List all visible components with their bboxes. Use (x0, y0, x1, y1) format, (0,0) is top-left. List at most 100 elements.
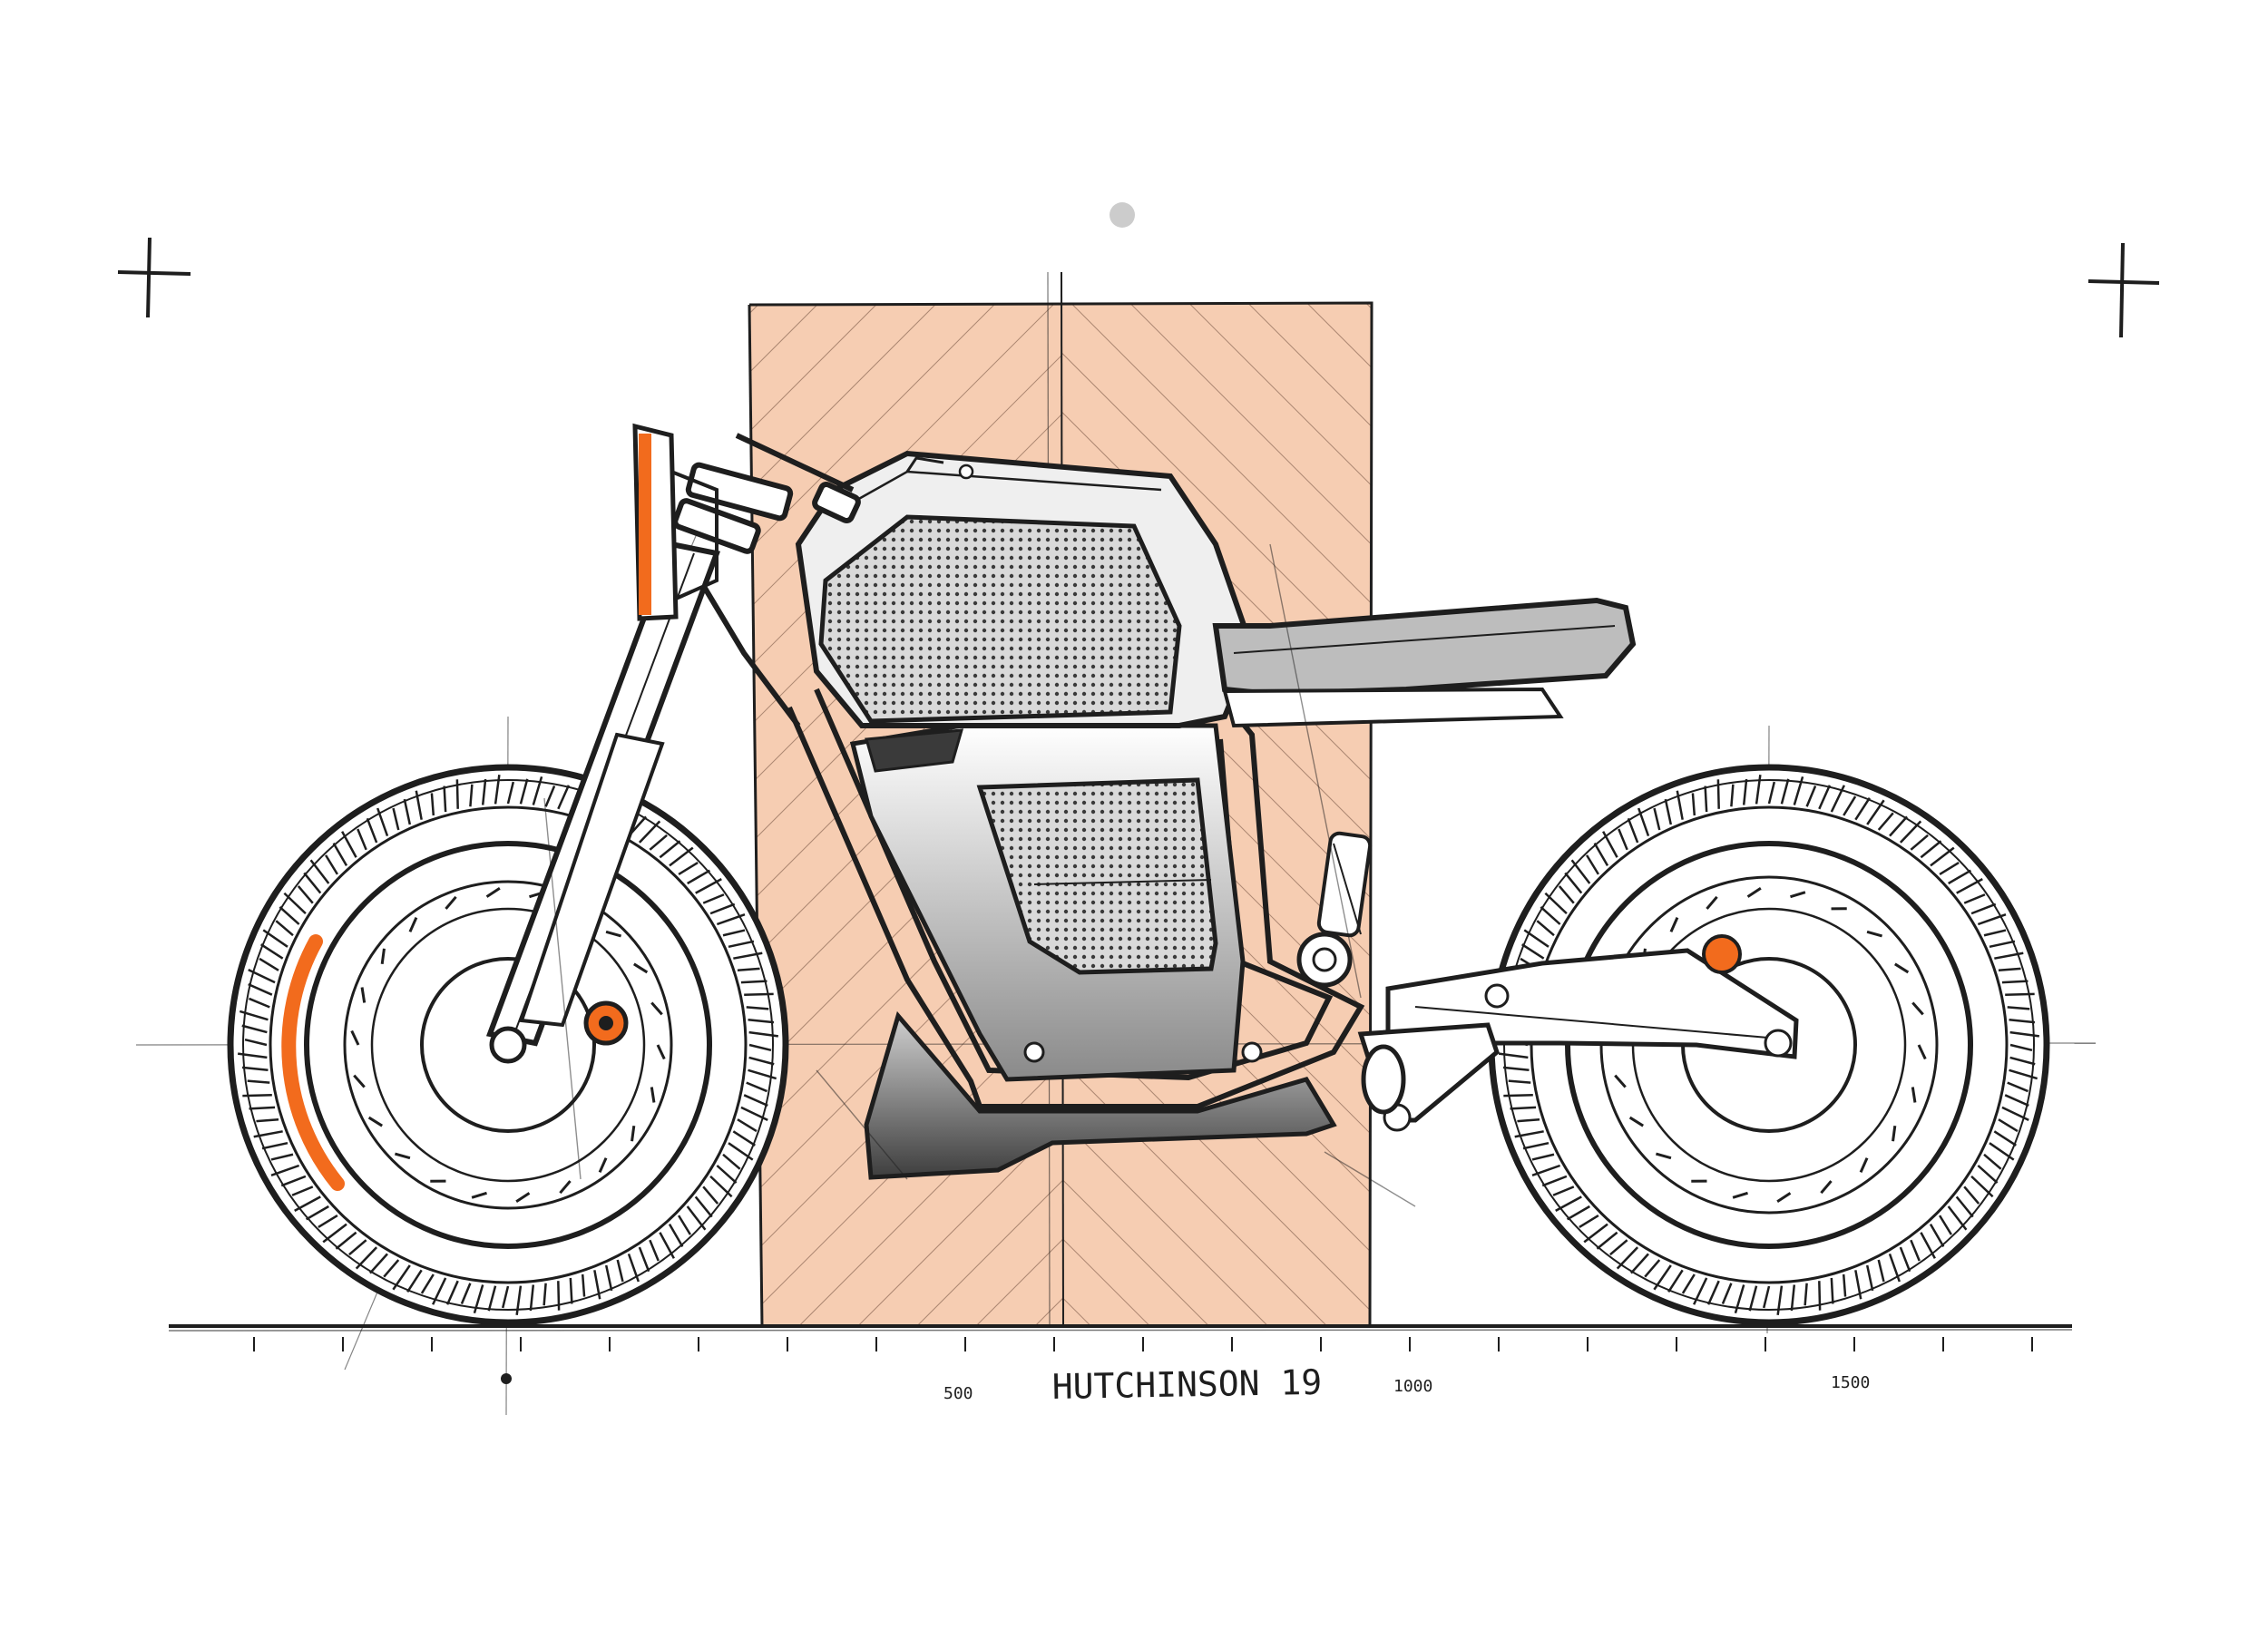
tread-stroke (341, 831, 357, 858)
tread-stroke (2009, 1018, 2036, 1024)
brake-disc-slot (1732, 1191, 1748, 1199)
tread-stroke (1664, 798, 1673, 825)
tread-stroke (1970, 1175, 1994, 1198)
tread-stroke (748, 1056, 775, 1066)
tread-stroke (744, 992, 774, 996)
tread-stroke (248, 969, 276, 984)
tread-stroke (1716, 779, 1720, 809)
tread-stroke (746, 1081, 767, 1093)
headlight (632, 423, 719, 621)
tread-stroke (357, 828, 367, 851)
tread-stroke (529, 1284, 535, 1312)
brake-disc-slot (353, 1074, 366, 1088)
brake-disc-slot (1628, 1116, 1644, 1127)
tread-stroke (649, 834, 668, 851)
tread-stroke (740, 1106, 768, 1121)
tread-stroke (748, 1043, 772, 1052)
tread-stroke (1989, 1142, 2015, 1161)
tread-stroke (678, 862, 699, 875)
tread-stroke (1630, 1253, 1649, 1274)
datum-marker (501, 1373, 512, 1384)
tread-stroke (1593, 842, 1609, 866)
tread-stroke (303, 872, 322, 894)
tread-stroke (501, 1285, 510, 1309)
tread-stroke (430, 793, 435, 816)
tread-stroke (702, 893, 725, 904)
tread-stroke (1866, 799, 1885, 825)
tread-stroke (1616, 1246, 1639, 1270)
tread-stroke (249, 997, 270, 1009)
tread-stroke (1570, 859, 1591, 884)
front-axle (489, 1026, 527, 1064)
tread-stroke (748, 1030, 779, 1038)
brake-disc-slot (471, 1191, 487, 1199)
tread-stroke (1541, 1175, 1568, 1187)
tread-stroke (473, 1284, 484, 1314)
seat (1212, 597, 1637, 728)
tread-stroke (1503, 1094, 1533, 1098)
brake-disc-slot (605, 930, 621, 938)
tread-stroke (1963, 1186, 1980, 1205)
tread-stroke (1910, 834, 1929, 851)
tread-stroke (1939, 862, 1960, 875)
tread-stroke (668, 1224, 684, 1248)
tread-stroke (249, 1106, 276, 1110)
tread-stroke (1989, 940, 2016, 949)
tread-stroke (748, 1068, 777, 1080)
tread-stroke (1939, 1215, 1952, 1235)
tread-stroke (460, 1283, 472, 1304)
tread-stroke (270, 1164, 300, 1176)
tread-stroke (1910, 1239, 1921, 1262)
brake-disc-slot (1746, 886, 1762, 898)
tread-stroke (1983, 929, 2007, 937)
tread-stroke (1762, 1285, 1771, 1309)
tread-stroke (1755, 774, 1762, 805)
tread-stroke (1818, 785, 1832, 810)
tread-stroke (1889, 815, 1908, 837)
tread-stroke (443, 785, 447, 813)
tread-stroke (2004, 1094, 2029, 1107)
brake-disc-slot (485, 886, 501, 898)
tread-stroke (1983, 1153, 2002, 1170)
tread-stroke (247, 1079, 270, 1084)
tread-stroke (275, 920, 294, 937)
tread-stroke (1676, 790, 1684, 820)
tread-stroke (669, 846, 694, 867)
brake-disc-slot (1911, 1087, 1917, 1103)
tread-stroke (244, 1038, 268, 1047)
tread-stroke (1843, 795, 1857, 816)
tread-stroke (1609, 1239, 1628, 1256)
tread-stroke (494, 774, 501, 805)
scale-label-1500: 1500 (1831, 1373, 1870, 1392)
tread-stroke (1510, 1106, 1537, 1110)
tread-stroke (1555, 1195, 1582, 1212)
tread-stroke (659, 1232, 675, 1259)
rear-shock (1316, 831, 1373, 938)
brake-disc-slot (1894, 962, 1910, 974)
tread-stroke (239, 1010, 269, 1021)
tread-stroke (2009, 1056, 2036, 1066)
brake-disc-slot (395, 1152, 411, 1160)
tread-stroke (728, 940, 755, 949)
tread-stroke (1970, 903, 1997, 915)
rear-axle-cap (1702, 934, 1742, 974)
tread-stroke (297, 885, 314, 904)
tread-stroke (318, 1215, 338, 1228)
tread-stroke (259, 957, 279, 971)
tread-stroke (270, 1153, 294, 1161)
tread-stroke (728, 1142, 754, 1161)
tread-stroke (1579, 1215, 1599, 1228)
front-fork (485, 433, 861, 1047)
brake-disc-slot (1614, 1074, 1627, 1088)
tread-stroke (294, 1195, 321, 1212)
tread-stroke (1653, 807, 1661, 831)
tread-stroke (1721, 1283, 1733, 1304)
tread-stroke (369, 1253, 388, 1274)
brake-disc-slot (631, 1126, 636, 1142)
tread-stroke (543, 1283, 547, 1306)
ground-line (168, 1324, 2073, 1332)
tread-stroke (616, 1259, 624, 1283)
tread-stroke (733, 951, 763, 960)
tread-stroke (237, 1052, 268, 1059)
